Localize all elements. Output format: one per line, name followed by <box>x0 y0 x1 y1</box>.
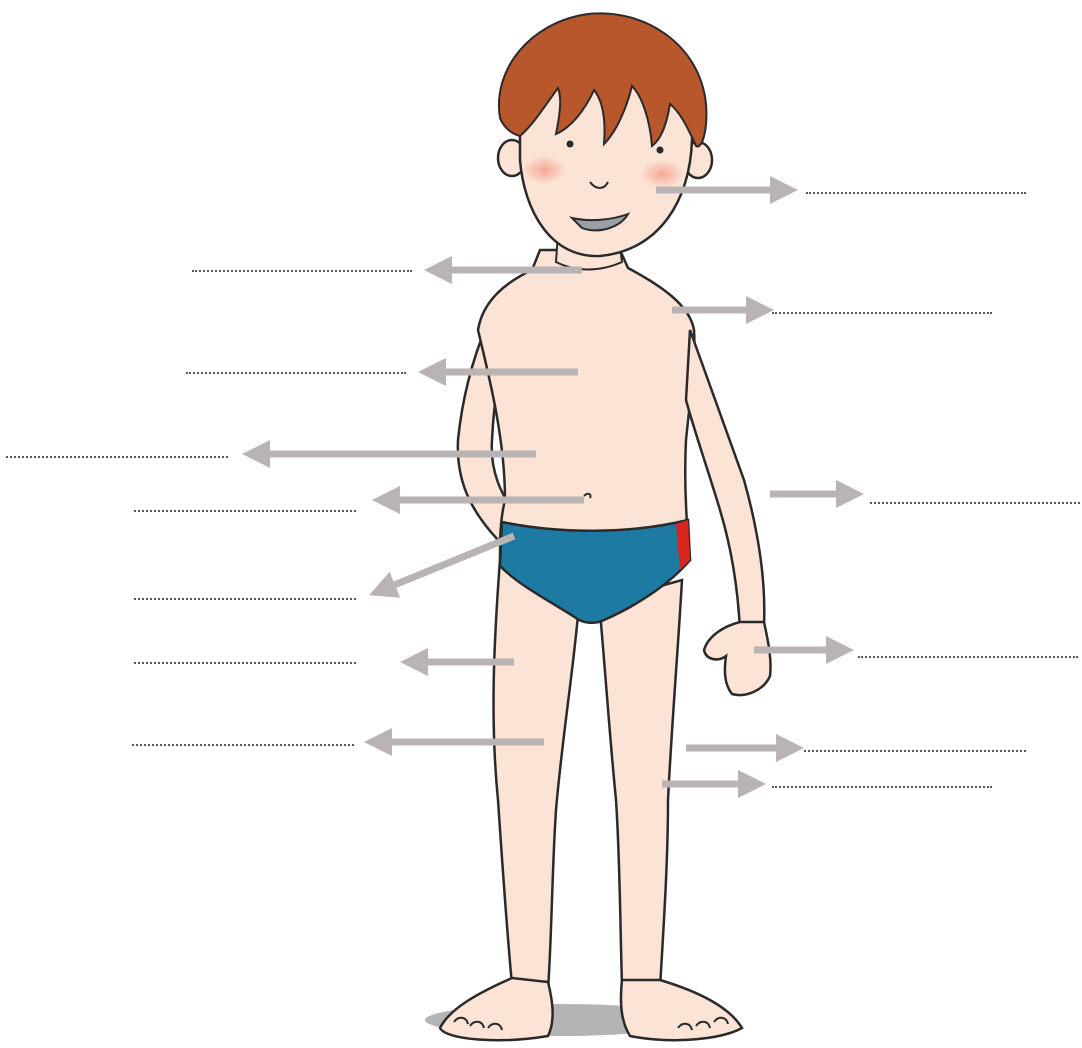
label-line-neck[interactable] <box>192 264 412 272</box>
label-line-foot-right[interactable] <box>804 744 1026 752</box>
arrow-hip <box>382 536 514 590</box>
label-line-navel[interactable] <box>134 504 356 512</box>
right-eye <box>657 147 664 154</box>
right-foot <box>621 980 742 1040</box>
left-cheek <box>522 156 566 184</box>
label-line-elbow[interactable] <box>870 496 1080 504</box>
label-line-cheek[interactable] <box>806 186 1026 194</box>
left-foot <box>440 978 553 1040</box>
label-line-thigh[interactable] <box>134 656 356 664</box>
left-eye <box>567 141 574 148</box>
label-line-chest[interactable] <box>186 366 406 374</box>
label-line-hand[interactable] <box>858 650 1078 658</box>
hand <box>704 622 771 695</box>
label-line-arm[interactable] <box>6 450 228 458</box>
label-line-knee[interactable] <box>772 780 992 788</box>
label-line-shoulder[interactable] <box>772 306 992 314</box>
label-line-hip[interactable] <box>134 592 356 600</box>
right-cheek <box>640 160 684 188</box>
label-line-foot-left[interactable] <box>132 738 354 746</box>
front-arm <box>686 330 764 630</box>
left-leg <box>494 560 578 990</box>
torso <box>478 250 694 560</box>
